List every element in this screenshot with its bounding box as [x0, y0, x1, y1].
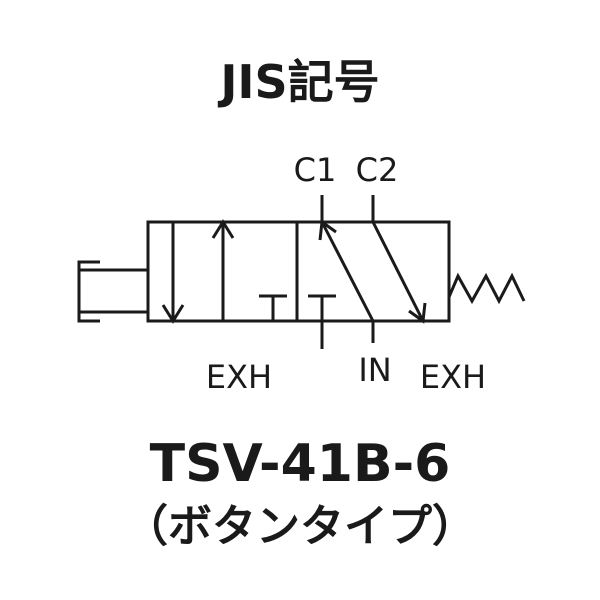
valve-body: [146, 220, 451, 323]
spring-return: [447, 272, 526, 305]
model-subtitle: （ボタンタイプ）: [124, 501, 476, 552]
port-label-in: IN: [358, 351, 391, 389]
model-number: TSV-41B-6: [150, 434, 451, 494]
port-label-c2: C2: [356, 151, 399, 189]
port-label-exh-right: EXH: [420, 358, 486, 396]
valve-symbol: [77, 195, 526, 349]
arrow-down-head: [161, 304, 185, 324]
push-button-actuator: [77, 260, 148, 323]
left-envelope-flow: [161, 219, 287, 324]
port-label-exh-left: EXH: [206, 358, 272, 396]
port-label-c1: C1: [294, 151, 337, 189]
arrow-diag-down-head: [408, 302, 427, 324]
right-envelope-flow: [308, 219, 427, 324]
port-lines: [320, 195, 375, 349]
figure-title: JIS記号: [217, 55, 379, 109]
arrow-up-head: [211, 219, 235, 239]
